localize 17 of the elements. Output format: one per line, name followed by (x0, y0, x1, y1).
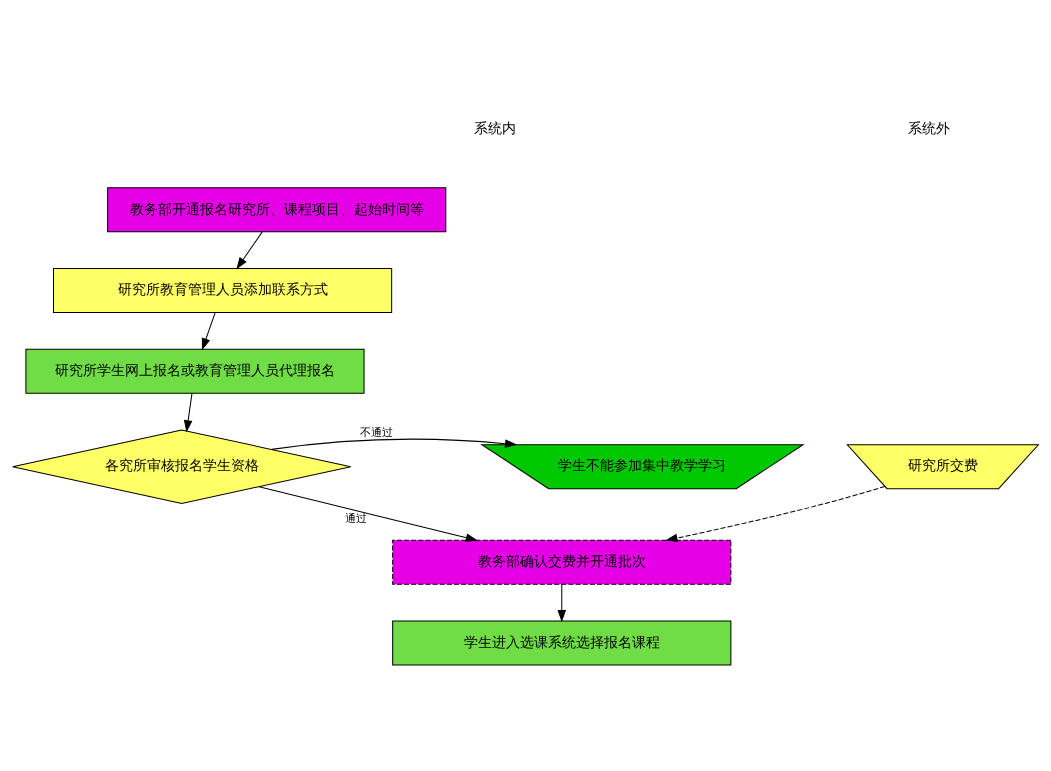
node-box: 学生进入选课系统选择报名课程 (392, 619, 732, 665)
arrow (201, 311, 216, 350)
node-box: 研究所教育管理人员添加联系方式 (53, 267, 393, 313)
arrow (557, 583, 567, 622)
arrow (258, 485, 479, 542)
edge-label: 不通过 (359, 425, 393, 439)
edge-label: 通过 (344, 511, 367, 525)
node-box: 教务部确认交费并开通批次 (392, 539, 732, 585)
arrow (183, 392, 193, 432)
label: 系统外 (907, 119, 950, 136)
node-box: 教务部开通报名研究所、课程项目、起始时间等 (107, 186, 447, 232)
arrow (271, 438, 518, 450)
node-box: 研究所学生网上报名或教育管理人员代理报名 (25, 348, 365, 394)
label: 系统内 (474, 119, 517, 136)
arrow (236, 230, 263, 270)
arrow (665, 485, 886, 542)
node-diamond: 各究所审核报名学生资格 (12, 428, 352, 504)
